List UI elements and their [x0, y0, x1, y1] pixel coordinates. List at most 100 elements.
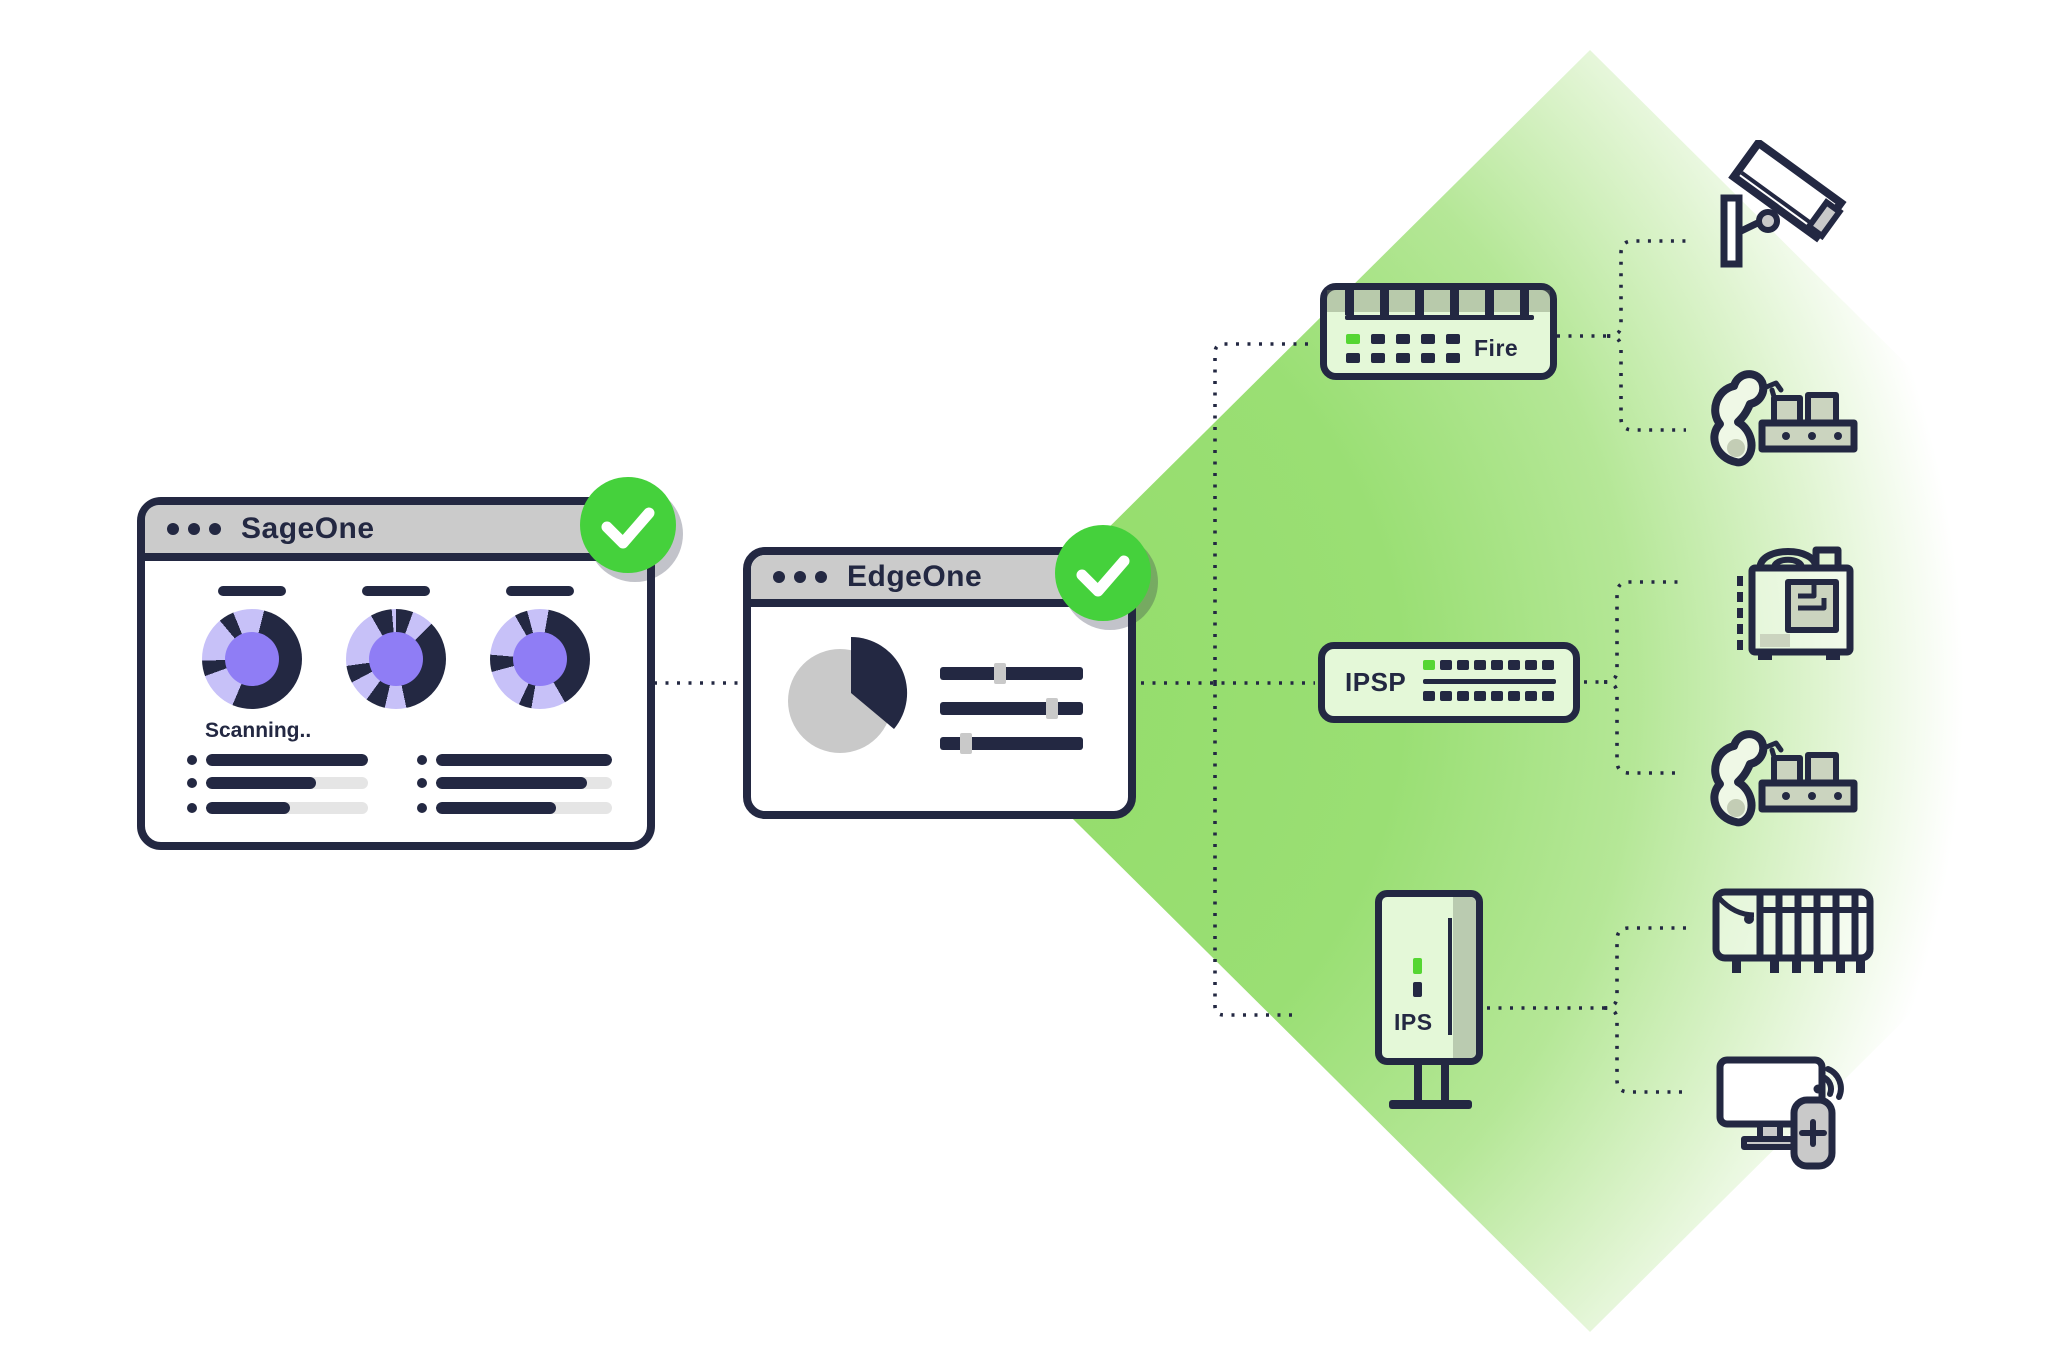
led: [1446, 353, 1460, 363]
welding-machine-icon: [1728, 524, 1868, 669]
slider-2: [940, 698, 1083, 719]
heatsink-tick: [1380, 283, 1389, 315]
progress-track: [436, 777, 612, 789]
slider-1: [940, 663, 1083, 684]
port-led-row: [1346, 334, 1460, 344]
donut-chart-2: [346, 609, 446, 709]
chart-label-bar: [362, 586, 430, 596]
window-control-dots: [167, 523, 221, 535]
led: [1457, 660, 1469, 670]
slider-3: [940, 733, 1083, 754]
heatsink-tick: [1485, 283, 1494, 315]
bullet-dot: [187, 778, 197, 788]
bullet-dot: [417, 755, 427, 765]
progress-fill: [436, 777, 588, 789]
donut-chart-3: [490, 609, 590, 709]
firewall-appliance: Fire: [1320, 283, 1557, 380]
bullet-dot: [187, 803, 197, 813]
led: [1423, 691, 1435, 701]
slider-track[interactable]: [940, 667, 1083, 680]
scan-item: [417, 802, 612, 814]
port-led-row: [1423, 691, 1554, 701]
link-fire-camera: [1606, 239, 1686, 338]
slider-handle[interactable]: [959, 733, 972, 754]
led: [1457, 691, 1469, 701]
port-led-row: [1346, 353, 1460, 363]
scan-item: [417, 777, 612, 789]
led: [1508, 660, 1520, 670]
progress-track: [436, 754, 612, 766]
led: [1525, 660, 1537, 670]
firewall-top-strip: [1327, 290, 1550, 312]
led: [1371, 353, 1385, 363]
led-green: [1423, 660, 1435, 670]
bullet-dot: [187, 755, 197, 765]
firewall-label: Fire: [1474, 335, 1519, 361]
monitor-with-remote-icon: [1714, 1052, 1864, 1179]
scan-item: [187, 754, 368, 766]
check-icon: [601, 507, 655, 549]
scan-item: [187, 777, 368, 789]
panel-divider-line: [1423, 679, 1556, 684]
ips-stand-base: [1389, 1100, 1472, 1109]
robot-arm-conveyor-icon: [1706, 362, 1864, 479]
sageone-titlebar: SageOne: [145, 505, 647, 561]
sageone-title: SageOne: [241, 512, 375, 545]
link-trunk-ips: [1213, 683, 1300, 1017]
heatsink-tick: [1520, 283, 1529, 315]
led: [1474, 691, 1486, 701]
led: [1525, 691, 1537, 701]
slider-track[interactable]: [940, 702, 1083, 715]
ips-stand-leg: [1414, 1065, 1422, 1102]
window-control-dots: [773, 571, 827, 583]
donut-center: [225, 632, 279, 686]
port-led-row: [1423, 660, 1554, 670]
led: [1474, 660, 1486, 670]
bullet-dot: [417, 803, 427, 813]
ipsp-label: IPSP: [1345, 667, 1407, 697]
donut-center: [369, 632, 423, 686]
check-icon: [1076, 555, 1130, 597]
chart-label-bar: [506, 586, 574, 596]
led: [1371, 334, 1385, 344]
led: [1446, 334, 1460, 344]
progress-track: [206, 777, 368, 789]
progress-track: [206, 802, 368, 814]
panel-divider-line: [1345, 315, 1534, 320]
led: [1542, 691, 1554, 701]
led: [1413, 982, 1422, 997]
sageone-check-badge: [580, 477, 676, 573]
led: [1491, 660, 1503, 670]
edgeone-check-badge: [1055, 525, 1151, 621]
led: [1491, 691, 1503, 701]
led: [1421, 334, 1435, 344]
ips-label: IPS: [1394, 1009, 1433, 1035]
led-green: [1413, 958, 1422, 974]
link-fire-robot: [1606, 334, 1686, 432]
led: [1396, 353, 1410, 363]
donut-center: [513, 632, 567, 686]
heatsink-tick: [1415, 283, 1424, 315]
ips-appliance: IPS: [1375, 890, 1483, 1065]
slider-handle[interactable]: [994, 663, 1007, 684]
robot-arm-conveyor-icon: [1706, 722, 1864, 839]
progress-fill: [206, 802, 291, 814]
slider-handle[interactable]: [1045, 698, 1058, 719]
scan-item: [187, 802, 368, 814]
slider-track[interactable]: [940, 737, 1083, 750]
progress-fill: [206, 777, 317, 789]
led: [1440, 660, 1452, 670]
progress-track: [436, 802, 612, 814]
led-green: [1346, 334, 1360, 344]
heatsink-tick: [1345, 283, 1354, 315]
cctv-camera-icon: [1712, 137, 1862, 285]
sageone-window: SageOne Scanning..: [137, 497, 655, 850]
ipsp-appliance: IPSP: [1318, 642, 1580, 723]
ips-stand-leg: [1441, 1065, 1449, 1102]
bullet-dot: [417, 778, 427, 788]
led: [1396, 334, 1410, 344]
led: [1440, 691, 1452, 701]
dotted-connectors: [654, 239, 1688, 1094]
tower-side-shade: [1453, 897, 1476, 1058]
